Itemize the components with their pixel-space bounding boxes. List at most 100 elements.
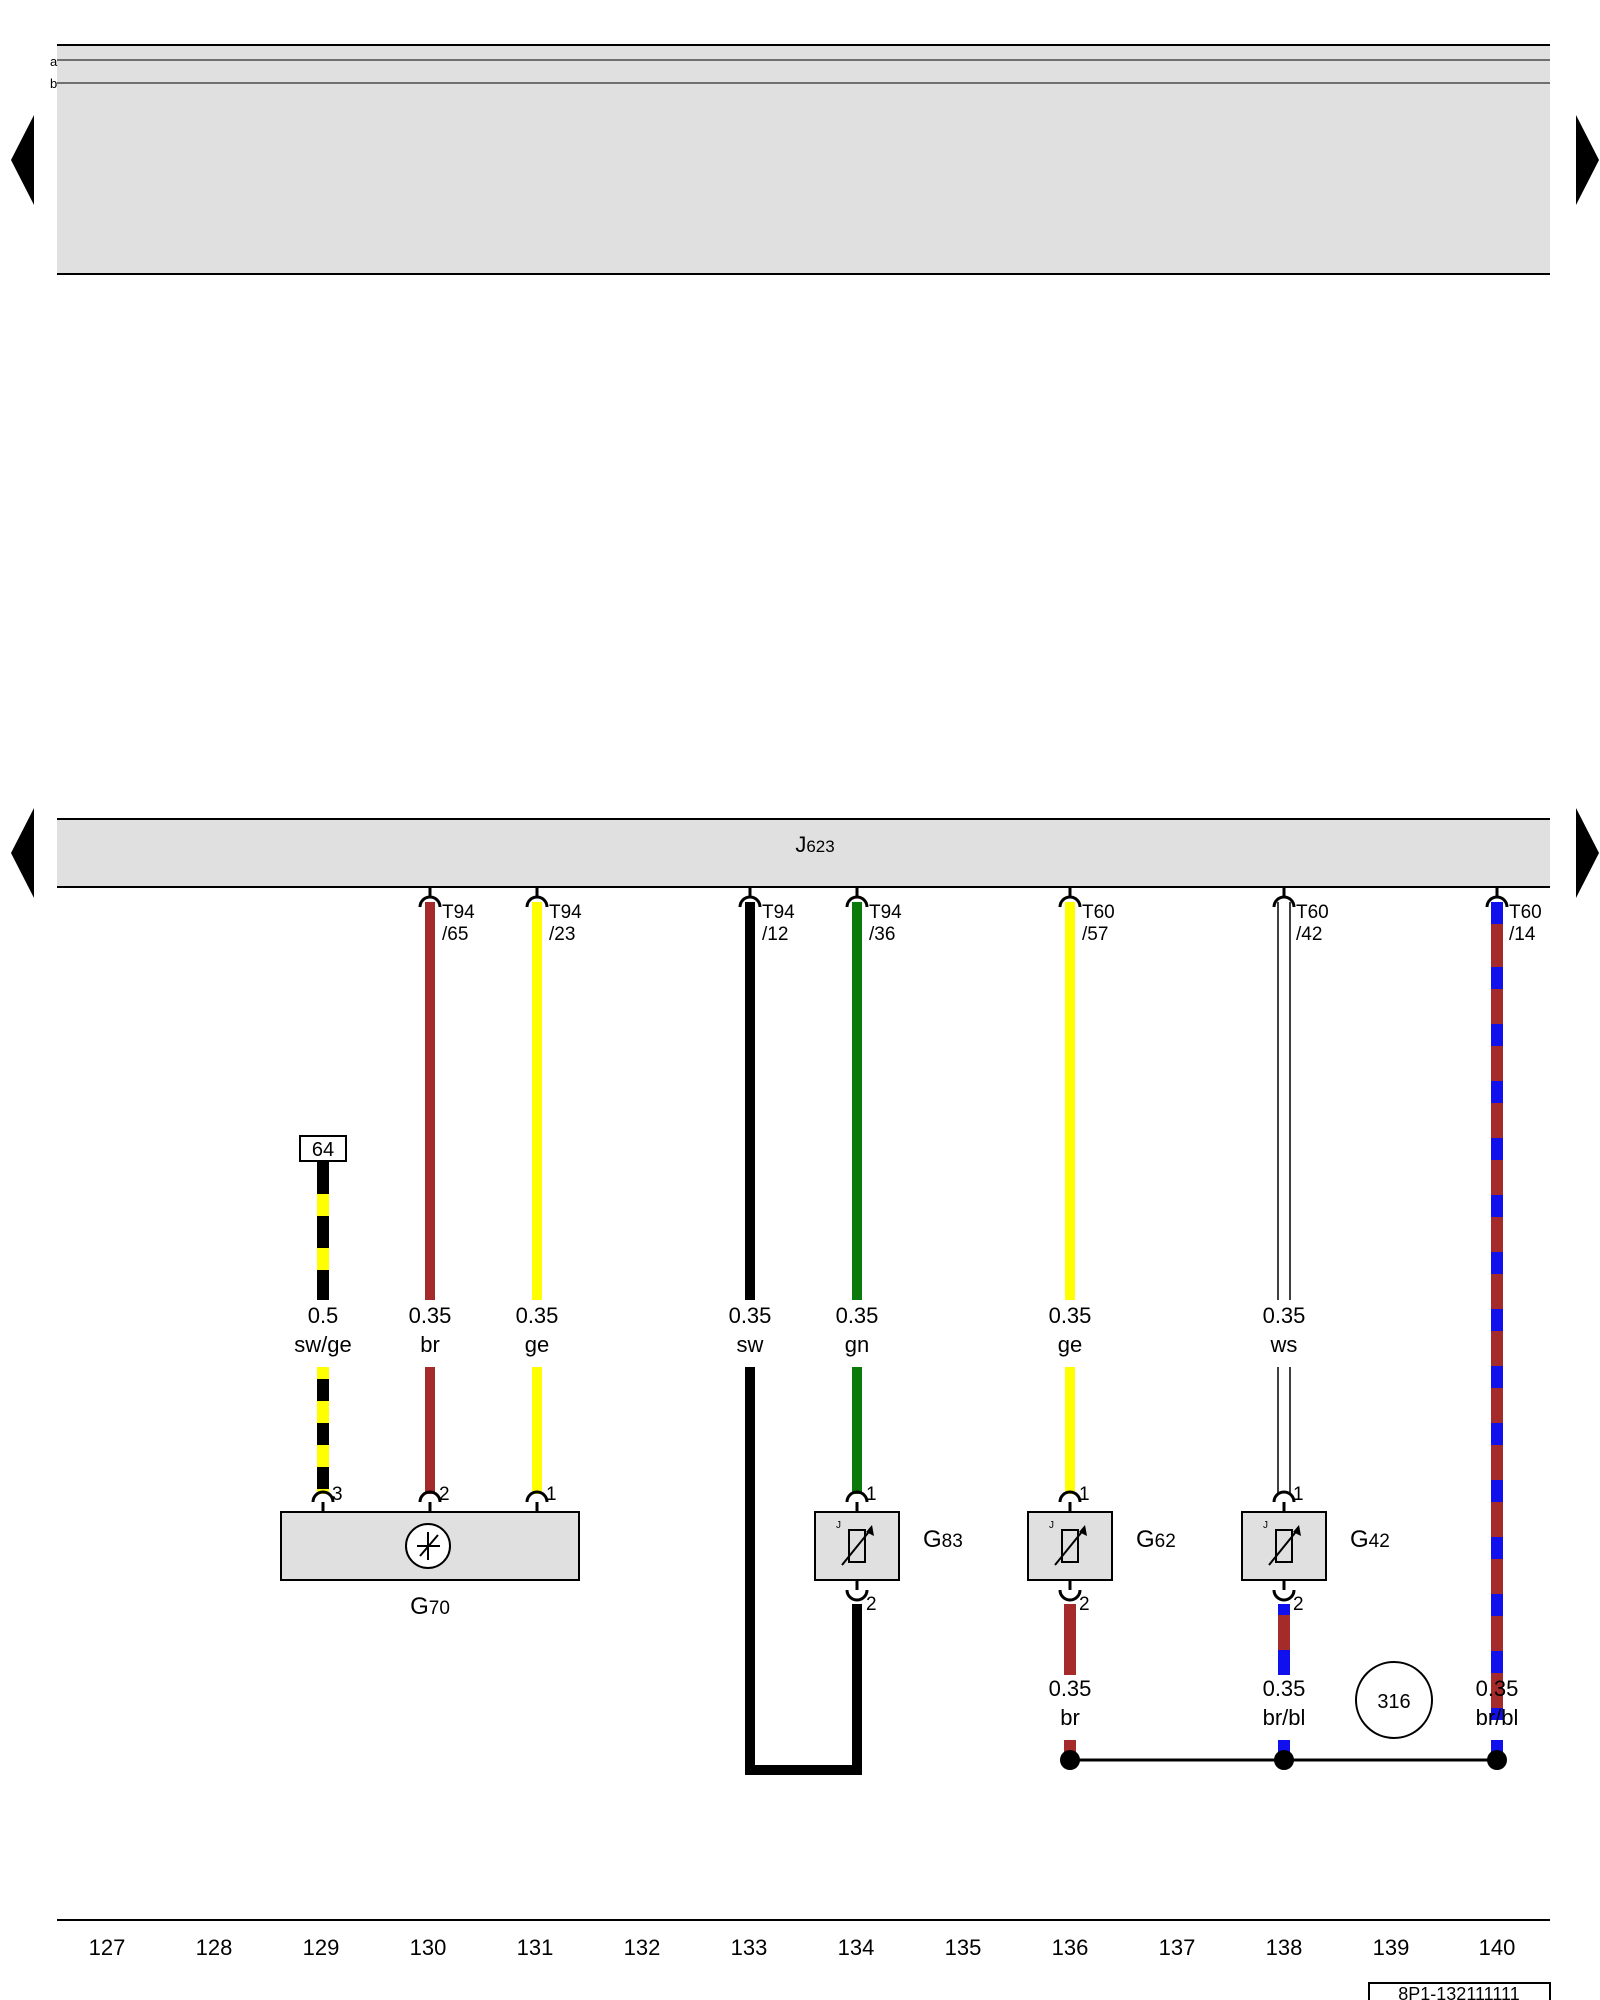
component-g83[interactable]: J 1 2 G83 (814, 1484, 963, 1615)
wire-color-label: ws (1270, 1332, 1298, 1357)
pin-connector-label: T60 (1509, 902, 1542, 923)
component-pin-label: 2 (439, 1484, 450, 1505)
track-number: 139 (1373, 1935, 1410, 1960)
wire-labels-lower: 0.35 br 0.35 br/bl 0.35 br/bl (1049, 1676, 1519, 1730)
reference-box[interactable]: 64 (299, 1135, 347, 1162)
track-number: 130 (410, 1935, 447, 1960)
wire-size-label: 0.5 (308, 1303, 339, 1328)
track-number: 140 (1479, 1935, 1516, 1960)
wire-color-label: br (420, 1332, 440, 1357)
component-pin-label: 2 (1079, 1594, 1090, 1615)
wire-labels-upper: 0.5 sw/ge 0.35 br 0.35 ge 0.35 sw 0.35 g… (294, 1303, 1305, 1357)
component-g70[interactable]: 3 2 1 G70 (280, 1484, 580, 1620)
wires-upper (317, 902, 1503, 1720)
track-number: 134 (838, 1935, 875, 1960)
pin-number-label: /57 (1082, 924, 1108, 945)
wire-size-label: 0.35 (1476, 1676, 1519, 1701)
wire-color-label: ge (525, 1332, 549, 1357)
wire-size-label: 0.35 (1049, 1303, 1092, 1328)
track-number: 138 (1266, 1935, 1303, 1960)
splice-point (1487, 1750, 1507, 1770)
svg-text:316: 316 (1377, 1691, 1410, 1713)
previous-page-arrow-icon[interactable] (11, 115, 34, 205)
component-pin-label: 1 (866, 1484, 877, 1505)
diagram-id-box: 8P1-132111111 (1368, 1982, 1551, 2000)
track-number: 136 (1052, 1935, 1089, 1960)
component-g42[interactable]: J 1 2 G42 (1241, 1484, 1390, 1615)
wire-size-label: 0.35 (1049, 1676, 1092, 1701)
wire-size-label: 0.35 (729, 1303, 772, 1328)
track-number: 129 (303, 1935, 340, 1960)
pin-connector-label: T94 (762, 902, 795, 923)
track-number-bar: 127 128 129 130 131 132 133 134 135 136 … (57, 1919, 1550, 1960)
svg-text:64: 64 (312, 1139, 334, 1161)
ground-connection-marker[interactable]: 316 (1355, 1661, 1433, 1739)
component-label: G62 (1136, 1526, 1176, 1553)
pin-connector-label: T60 (1296, 902, 1329, 923)
sensor-j-label: J (836, 1520, 841, 1531)
wire-size-label: 0.35 (1263, 1676, 1306, 1701)
pin-number-label: /42 (1296, 924, 1322, 945)
next-page-arrow-icon-lower[interactable] (1576, 808, 1599, 898)
pin-connector-label: T94 (442, 902, 475, 923)
track-number: 137 (1159, 1935, 1196, 1960)
control-unit-label: J623 (795, 832, 834, 857)
wire-color-label: gn (845, 1332, 869, 1357)
component-pin-label: 1 (1293, 1484, 1304, 1505)
control-unit-bar: J623 (57, 818, 1550, 888)
sensor-j-label: J (1263, 1520, 1268, 1531)
wires-lower (317, 1367, 1507, 1775)
track-number: 128 (196, 1935, 233, 1960)
wire-color-label: br (1060, 1705, 1080, 1730)
wire-color-label: sw (737, 1332, 764, 1357)
thermistor-icon (1275, 1529, 1293, 1563)
track-number: 133 (731, 1935, 768, 1960)
pin-connector-label: T60 (1082, 902, 1115, 923)
wire-size-label: 0.35 (1263, 1303, 1306, 1328)
diagram-id: 8P1-132111111 (1398, 1984, 1519, 2000)
pin-connector-label: T94 (869, 902, 902, 923)
wire-sw-loop (745, 1367, 862, 1775)
component-pin-label: 1 (546, 1484, 557, 1505)
pin-number-label: /12 (762, 924, 788, 945)
pin-number-label: /14 (1509, 924, 1536, 945)
wire-color-label: br/bl (1263, 1705, 1306, 1730)
pin-number-label: /65 (442, 924, 468, 945)
header-panel: a b (50, 44, 1550, 275)
next-page-arrow-icon[interactable] (1576, 115, 1599, 205)
wire-color-label: sw/ge (294, 1332, 351, 1357)
pin-labels: T94 /65 T94 /23 T94 /12 T94 /36 T60 /57 … (442, 902, 1542, 945)
header-row-a: a (50, 54, 58, 69)
component-label: G70 (410, 1593, 450, 1620)
thermistor-icon (848, 1529, 866, 1563)
track-number: 135 (945, 1935, 982, 1960)
component-label: G83 (923, 1526, 963, 1553)
pin-number-label: /36 (869, 924, 895, 945)
pin-connector-label: T94 (549, 902, 582, 923)
splice-point (1060, 1750, 1080, 1770)
wire-color-label: ge (1058, 1332, 1082, 1357)
wire-size-label: 0.35 (516, 1303, 559, 1328)
thermistor-icon (1061, 1529, 1079, 1563)
track-number: 131 (517, 1935, 554, 1960)
component-g62[interactable]: J 1 2 G62 (1027, 1484, 1176, 1615)
component-pin-symbols (311, 1490, 1296, 1602)
track-number: 127 (89, 1935, 126, 1960)
track-number: 132 (624, 1935, 661, 1960)
pin-number-label: /23 (549, 924, 575, 945)
splice-point (1274, 1750, 1294, 1770)
wire-size-label: 0.35 (409, 1303, 452, 1328)
connector-symbols (418, 887, 1509, 908)
wire-color-label: br/bl (1476, 1705, 1519, 1730)
component-pin-label: 1 (1079, 1484, 1090, 1505)
sensor-j-label: J (1049, 1520, 1054, 1531)
wire-size-label: 0.35 (836, 1303, 879, 1328)
component-pin-label: 2 (866, 1594, 877, 1615)
header-row-b: b (50, 76, 57, 91)
header-panel-bg (57, 44, 1550, 274)
previous-page-arrow-icon-lower[interactable] (11, 808, 34, 898)
component-pin-label: 2 (1293, 1594, 1304, 1615)
component-pin-label: 3 (332, 1484, 343, 1505)
component-label: G42 (1350, 1526, 1390, 1553)
